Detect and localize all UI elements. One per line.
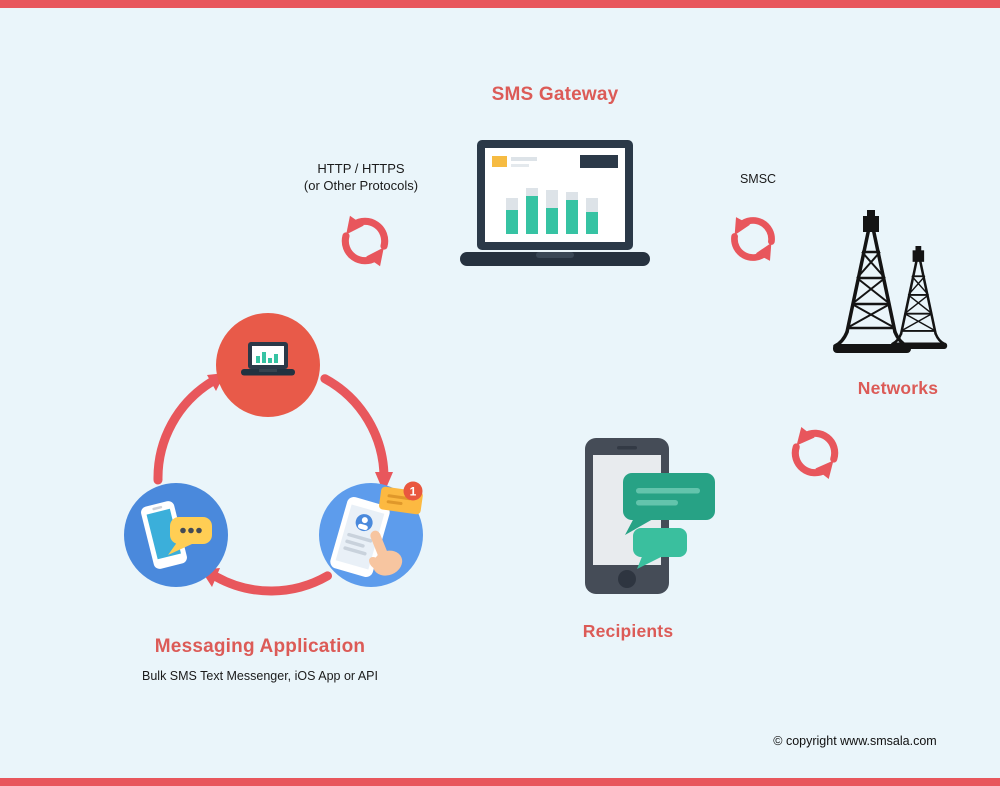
networks-label: Networks [857,378,939,398]
smsc-label: SMSC [739,172,777,186]
laptop-analytics-icon [460,140,650,272]
copyright-text: © copyright www.smsala.com [773,734,937,748]
tapping-hand-icon [369,530,403,576]
gateway-title: SMS Gateway [491,84,619,105]
typing-bubble-icon [168,517,212,555]
notification-badge-count: 1 [410,485,417,499]
laptop-circle [216,313,320,417]
chat-bubbles [623,473,715,569]
smartphone-chat-icon [585,438,717,596]
protocols-label: HTTP / HTTPS (or Other Protocols) [276,160,446,194]
app-circles-cycle-icon: 1 [108,303,438,615]
app-tap-circle: 1 [319,481,423,587]
protocols-label-line2: (or Other Protocols) [303,178,419,193]
sync-arrows-icon [780,418,850,488]
cycle-arrows [153,374,389,596]
sync-arrows-icon [330,206,400,276]
recipients-label: Recipients [582,621,674,641]
messaging-application-title: Messaging Application [154,636,366,657]
protocols-label-line1: HTTP / HTTPS [317,161,405,176]
messaging-application-subtitle: Bulk SMS Text Messenger, iOS App or API [142,669,378,683]
sync-arrows-icon [720,206,786,272]
laptop-chart [492,155,618,234]
laptop-base [460,252,650,266]
notification-badge: 1 [403,481,423,501]
transmission-towers-icon [833,210,955,358]
bottom-accent-bar [0,778,1000,786]
chat-phone-circle [124,483,228,587]
top-accent-bar [0,0,1000,8]
